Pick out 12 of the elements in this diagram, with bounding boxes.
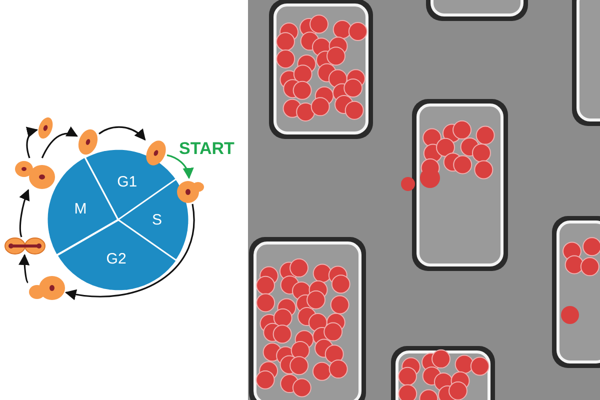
phase-label: G1 bbox=[117, 174, 138, 190]
arrow bbox=[98, 126, 146, 141]
phase-label: S bbox=[152, 212, 162, 228]
edge-label: START bbox=[179, 140, 234, 158]
arrow bbox=[41, 126, 78, 158]
arrow bbox=[26, 128, 38, 158]
phase-label: G2 bbox=[106, 252, 126, 266]
arrow bbox=[19, 188, 30, 238]
phase-label: M bbox=[74, 202, 87, 217]
arrow bbox=[64, 204, 195, 300]
arrow bbox=[166, 154, 194, 180]
arrow bbox=[18, 254, 30, 284]
